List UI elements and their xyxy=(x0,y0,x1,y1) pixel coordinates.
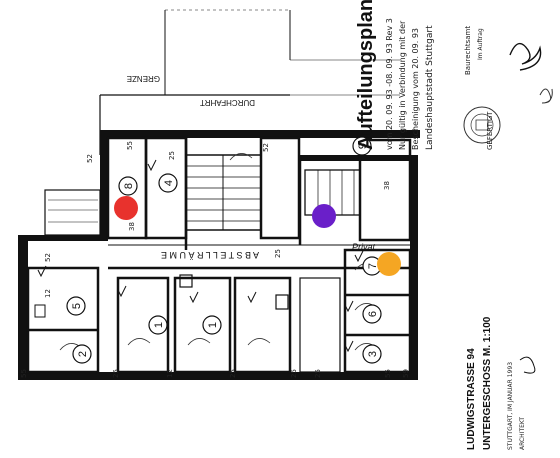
svg-text:38: 38 xyxy=(383,181,391,190)
svg-text:25: 25 xyxy=(290,369,298,378)
check-marks xyxy=(37,159,364,353)
svg-text:55: 55 xyxy=(20,369,28,378)
svg-text:1: 1 xyxy=(207,322,219,328)
durchfahrt-label: DURCHFAHRT xyxy=(200,98,255,107)
room-6: 6 xyxy=(362,304,382,324)
svg-text:52: 52 xyxy=(262,143,270,152)
svg-text:8: 8 xyxy=(123,183,135,189)
dimension-labels: 52 55 25 52 38 25 52 38 12 25 12 55 25 2… xyxy=(20,141,410,378)
room-9: 9 xyxy=(352,136,372,156)
svg-text:2: 2 xyxy=(77,351,89,357)
svg-text:3: 3 xyxy=(367,351,379,357)
room-8: 8 xyxy=(118,176,138,196)
sheet-city: Landeshauptstadt Stuttgart xyxy=(425,25,435,150)
room-2: 2 xyxy=(72,344,92,364)
gefertigt-label: GEFERTIGT xyxy=(486,111,494,150)
floor-label: UNTERGESCHOSS M. 1:100 xyxy=(482,316,493,450)
aufgestellt-label: STUTTGART, IM JANUAR 1993 xyxy=(507,362,514,450)
room-1a: 1 xyxy=(148,315,168,335)
room-3: 3 xyxy=(362,344,382,364)
orange-marker[interactable] xyxy=(377,252,401,276)
privat-label: Privat xyxy=(352,242,376,252)
architect-signature xyxy=(519,356,536,374)
svg-text:55: 55 xyxy=(126,141,134,150)
svg-text:4: 4 xyxy=(163,180,175,186)
office-label: Baurechtsamt xyxy=(464,26,472,75)
svg-text:25: 25 xyxy=(274,249,282,258)
svg-text:52: 52 xyxy=(86,154,94,163)
svg-text:12: 12 xyxy=(166,369,174,378)
sheet-connection: Nur gültig in Verbindung mit der xyxy=(398,20,407,150)
sheet-certificate: Bescheinigung vom 20. 09. 93 xyxy=(411,28,420,150)
room-5: 5 xyxy=(66,296,86,316)
svg-text:5: 5 xyxy=(71,303,83,309)
title-block: LUDWIGSTRASSE 94 UNTERGESCHOSS M. 1:100 … xyxy=(466,316,536,450)
svg-text:55: 55 xyxy=(384,369,392,378)
room-numbers: 8 4 9 7 6 5 1 1 2 3 xyxy=(66,136,382,364)
room-1b: 1 xyxy=(202,315,222,335)
abstellraeume-label: A B S T E L L R Ä U M E xyxy=(161,250,259,260)
svg-text:25: 25 xyxy=(229,369,237,378)
sheet-title: Aufteilungsplan xyxy=(355,0,377,150)
office-sub-label: Im Auftrag xyxy=(477,28,484,60)
svg-text:25: 25 xyxy=(314,369,322,378)
street-label: LUDWIGSTRASSE 94 xyxy=(466,348,477,450)
svg-text:38: 38 xyxy=(128,222,136,231)
signature-1 xyxy=(509,42,542,71)
svg-text:6: 6 xyxy=(367,311,379,317)
room-4: 4 xyxy=(158,173,178,193)
grenze-label: GRENZE xyxy=(127,74,160,83)
svg-text:25: 25 xyxy=(168,151,176,160)
signature-2 xyxy=(539,88,553,104)
plan-walls xyxy=(18,9,420,380)
svg-text:25: 25 xyxy=(112,369,120,378)
official-stamp xyxy=(463,106,501,144)
svg-text:52: 52 xyxy=(44,253,52,262)
svg-text:1: 1 xyxy=(153,322,165,328)
svg-text:59: 59 xyxy=(402,369,410,378)
approval-block: Aufteilungsplan vom 20. 09. 93 -08. 09. … xyxy=(355,0,553,150)
svg-text:9: 9 xyxy=(357,143,369,149)
red-marker[interactable] xyxy=(114,196,138,220)
sheet-plan-ref: vom 20. 09. 93 -08. 09. 93 Rev 3 xyxy=(385,18,394,150)
architekt-label: ARCHITEKT xyxy=(519,417,526,450)
svg-text:7: 7 xyxy=(367,263,379,269)
svg-text:12: 12 xyxy=(44,289,52,298)
purple-marker[interactable] xyxy=(312,204,336,228)
